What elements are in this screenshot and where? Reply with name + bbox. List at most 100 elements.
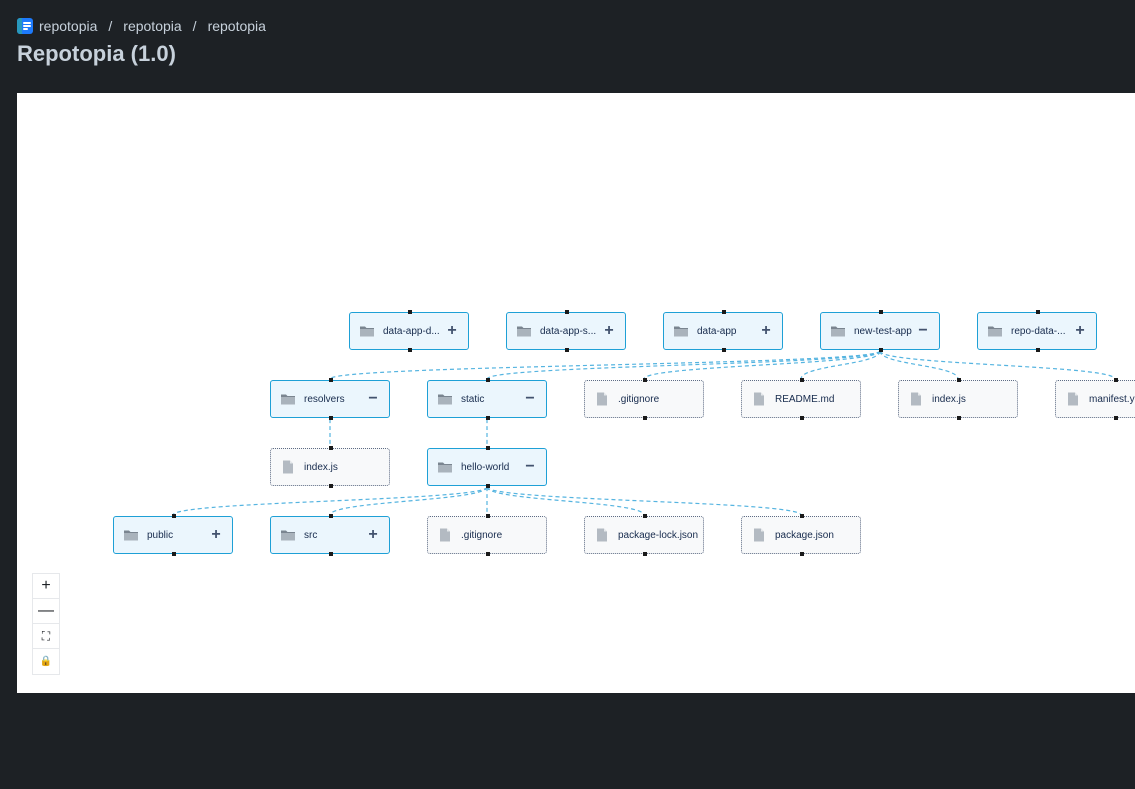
file-icon [751,392,767,406]
target-handle[interactable] [486,514,490,518]
expand-icon[interactable]: + [447,322,457,339]
file-icon [594,528,610,542]
source-handle[interactable] [800,552,804,556]
file-node[interactable]: index.js [898,378,1018,420]
collapse-icon[interactable]: − [368,390,378,407]
collapse-icon[interactable]: − [525,390,535,407]
collapse-icon[interactable]: − [918,322,928,339]
folder-icon [987,324,1003,338]
target-handle[interactable] [1114,378,1118,382]
node-label: public [147,529,174,541]
tree-edge [486,486,802,516]
source-handle[interactable] [1114,416,1118,420]
target-handle[interactable] [486,378,490,382]
folder-icon [359,324,375,338]
target-handle[interactable] [486,446,490,450]
node-label: .gitignore [461,529,503,541]
node-label: data-app-d... [383,325,440,337]
folder-node[interactable]: new-test-app− [820,310,940,352]
node-label: package.json [775,529,834,541]
target-handle[interactable] [643,378,647,382]
target-handle[interactable] [329,378,333,382]
source-handle[interactable] [329,552,333,556]
zoom-out-button[interactable]: — [33,599,59,624]
source-handle[interactable] [565,348,569,352]
folder-node[interactable]: repo-data-... + [977,310,1097,352]
folder-icon [673,324,689,338]
source-handle[interactable] [1036,348,1040,352]
source-handle[interactable] [172,552,176,556]
expand-icon[interactable]: + [761,322,771,339]
target-handle[interactable] [643,514,647,518]
expand-icon[interactable]: + [368,526,378,543]
file-node[interactable]: package-lock.json [584,514,704,556]
zoom-in-button[interactable]: + [33,574,59,599]
target-handle[interactable] [408,310,412,314]
source-handle[interactable] [643,416,647,420]
file-node[interactable]: README.md [741,378,861,420]
node-label: package-lock.json [618,529,699,541]
file-node[interactable]: index.js [270,446,390,488]
source-handle[interactable] [329,484,333,488]
file-node[interactable]: manifest.yml [1055,378,1135,420]
source-handle[interactable] [643,552,647,556]
breadcrumb-separator: / [108,18,113,34]
target-handle[interactable] [329,514,333,518]
expand-icon[interactable]: + [1075,322,1085,339]
file-icon [280,460,296,474]
breadcrumb-item-3[interactable]: repotopia [207,18,266,34]
page-title: Repotopia (1.0) [17,41,176,66]
target-handle[interactable] [565,310,569,314]
source-handle[interactable] [957,416,961,420]
tree-edge [879,350,959,380]
breadcrumb-item-1[interactable]: repotopia [39,18,98,34]
breadcrumb-item-2[interactable]: repotopia [123,18,182,34]
source-handle[interactable] [408,348,412,352]
node-label: .gitignore [618,393,660,405]
source-handle[interactable] [329,416,333,420]
target-handle[interactable] [800,378,804,382]
source-handle[interactable] [486,416,490,420]
folder-node[interactable]: public + [113,514,233,556]
target-handle[interactable] [957,378,961,382]
expand-icon[interactable]: + [604,322,614,339]
tree-edge [329,486,488,516]
target-handle[interactable] [329,446,333,450]
target-handle[interactable] [800,514,804,518]
source-handle[interactable] [800,416,804,420]
file-node[interactable]: .gitignore [427,514,547,556]
source-handle[interactable] [879,348,883,352]
folder-node[interactable]: data-app-d... + [349,310,469,352]
header: repotopia / repotopia / repotopia Repoto… [17,16,266,67]
source-handle[interactable] [486,552,490,556]
folder-node[interactable]: resolvers− [270,378,390,420]
folder-icon [280,528,296,542]
folder-node[interactable]: hello-world − [427,446,547,488]
target-handle[interactable] [1036,310,1040,314]
file-node[interactable]: .gitignore [584,378,704,420]
fit-view-button[interactable]: ⛶ [33,624,59,649]
expand-icon[interactable]: + [211,526,221,543]
fit-view-icon: ⛶ [41,628,51,643]
node-label: repo-data-... [1011,325,1066,337]
source-handle[interactable] [486,484,490,488]
tree-canvas[interactable]: data-app-d...+data-app-s...+data-app+new… [17,93,1135,693]
folder-icon [830,324,846,338]
source-handle[interactable] [722,348,726,352]
target-handle[interactable] [879,310,883,314]
node-label: src [304,529,318,541]
target-handle[interactable] [722,310,726,314]
node-label: index.js [304,461,338,473]
folder-node[interactable]: data-app+ [663,310,783,352]
file-icon [594,392,610,406]
folder-node[interactable]: src + [270,514,390,556]
breadcrumb-separator: / [192,18,197,34]
folder-node[interactable]: static− [427,378,547,420]
target-handle[interactable] [172,514,176,518]
collapse-icon[interactable]: − [525,458,535,475]
folder-node[interactable]: data-app-s...+ [506,310,626,352]
file-node[interactable]: package.json [741,514,861,556]
app-logo-icon [17,18,33,34]
lock-button[interactable]: 🔒 [33,649,59,674]
node-label: hello-world [461,461,510,473]
